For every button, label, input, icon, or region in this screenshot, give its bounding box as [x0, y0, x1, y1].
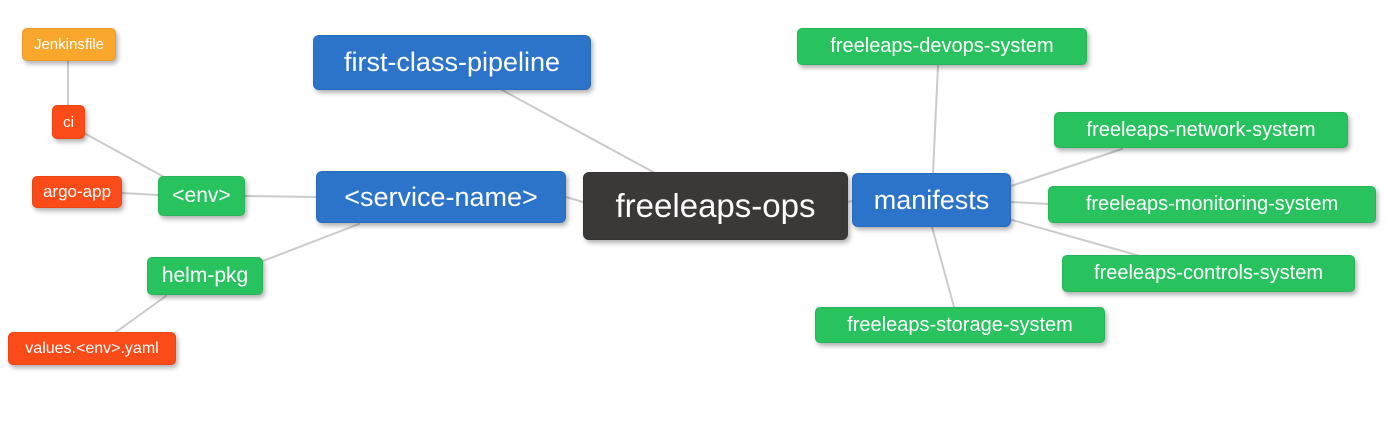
- edge-env-ci: [83, 132, 165, 178]
- edge-helm-pkg-values-env-yaml: [115, 295, 167, 333]
- node-freeleaps-ops-root[interactable]: freeleaps-ops: [583, 172, 848, 240]
- edge-manifests-controls-system: [1011, 219, 1141, 257]
- edge-env-argo-app: [121, 192, 159, 196]
- node-manifests[interactable]: manifests: [852, 173, 1011, 227]
- edge-manifests-storage-system: [931, 226, 955, 308]
- edge-ops-first-class-pipeline: [501, 89, 656, 174]
- node-freeleaps-network-system[interactable]: freeleaps-network-system: [1054, 112, 1348, 148]
- node-env[interactable]: <env>: [158, 176, 245, 216]
- node-service-name[interactable]: <service-name>: [316, 171, 566, 223]
- edge-manifests-devops-system: [932, 65, 939, 174]
- node-freeleaps-controls-system[interactable]: freeleaps-controls-system: [1062, 255, 1355, 292]
- edge-service-name-helm-pkg: [262, 223, 360, 262]
- node-values-env-yaml[interactable]: values.<env>.yaml: [8, 332, 176, 365]
- edge-manifests-monitoring-system: [1010, 201, 1049, 205]
- node-jenkinsfile[interactable]: Jenkinsfile: [22, 28, 116, 61]
- node-first-class-pipeline[interactable]: first-class-pipeline: [313, 35, 591, 90]
- node-ci[interactable]: ci: [52, 105, 85, 139]
- node-argo-app[interactable]: argo-app: [32, 176, 122, 208]
- node-freeleaps-storage-system[interactable]: freeleaps-storage-system: [815, 307, 1105, 343]
- edge-ops-service-name: [565, 196, 584, 203]
- node-helm-pkg[interactable]: helm-pkg: [147, 257, 263, 295]
- node-freeleaps-monitoring-system[interactable]: freeleaps-monitoring-system: [1048, 186, 1376, 223]
- node-freeleaps-devops-system[interactable]: freeleaps-devops-system: [797, 28, 1087, 65]
- edge-manifests-network-system: [1010, 148, 1123, 187]
- edge-service-name-env: [244, 195, 317, 198]
